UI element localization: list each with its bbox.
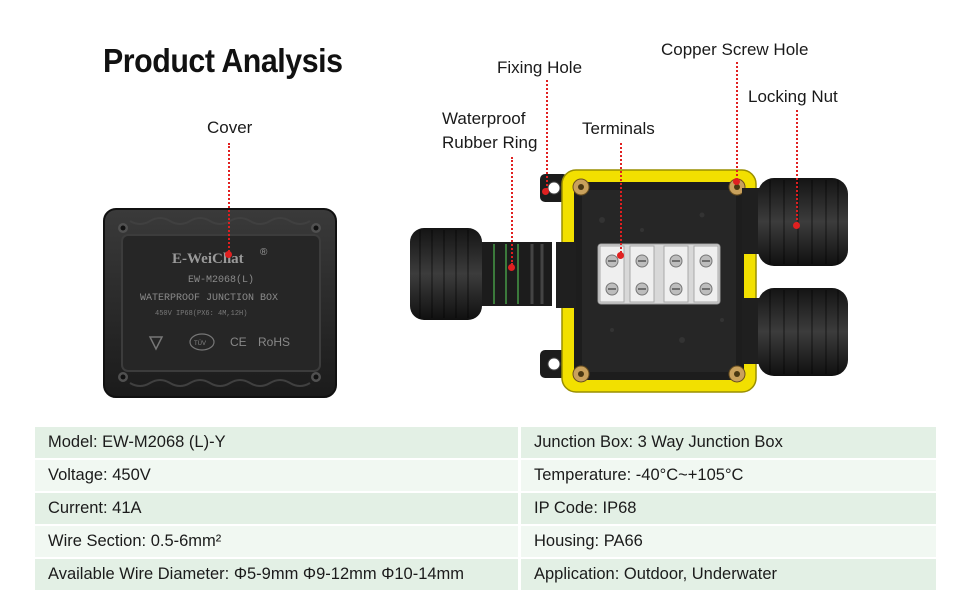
- spec-temperature: Temperature: -40°C~+105°C: [518, 459, 936, 493]
- callout-locking-nut: Locking Nut: [748, 87, 838, 106]
- cover-ce: CE: [230, 335, 247, 349]
- cover-model: EW-M2068(L): [188, 274, 254, 286]
- callout-waterproof-ring-line2: Rubber Ring: [442, 133, 538, 152]
- spec-current: Current: 41A: [35, 492, 520, 526]
- spec-wire-diameter: Available Wire Diameter: Φ5-9mm Φ9-12mm …: [35, 558, 520, 592]
- leader-copper-screw-hole: [736, 62, 738, 180]
- spec-junction-box: Junction Box: 3 Way Junction Box: [518, 427, 936, 460]
- callout-fixing-hole: Fixing Hole: [497, 58, 583, 77]
- dot-fixing-hole: [542, 188, 549, 195]
- spec-model: Model: EW-M2068 (L)-Y: [35, 427, 520, 460]
- spec-row: Available Wire Diameter: Φ5-9mm Φ9-12mm …: [35, 558, 936, 592]
- callout-copper-screw-hole: Copper Screw Hole: [661, 40, 809, 59]
- cover-registered: ®: [260, 247, 268, 258]
- dot-locking-nut: [793, 222, 800, 229]
- cover-image: E-WeiChat ® EW-M2068(L) WATERPROOF JUNCT…: [103, 208, 337, 398]
- dot-waterproof-ring: [508, 264, 515, 271]
- callout-cover: Cover: [207, 118, 253, 137]
- spec-row: Wire Section: 0.5-6mm² Housing: PA66: [35, 525, 936, 559]
- spec-housing: Housing: PA66: [518, 525, 936, 559]
- dot-cover: [225, 251, 232, 258]
- junction-box-image: [410, 169, 848, 393]
- spec-voltage: Voltage: 450V: [35, 459, 520, 493]
- dot-terminals: [617, 252, 624, 259]
- leader-waterproof-ring: [511, 157, 513, 265]
- spec-application: Application: Outdoor, Underwater: [518, 558, 936, 592]
- cover-rohs: RoHS: [258, 335, 290, 349]
- cover-tuv: TÜV: [194, 340, 206, 347]
- dot-copper-screw-hole: [733, 178, 740, 185]
- callout-terminals: Terminals: [582, 119, 655, 138]
- cover-brand: E-WeiChat: [172, 251, 244, 267]
- cover-name: WATERPROOF JUNCTION BOX: [140, 293, 278, 304]
- leader-cover: [228, 143, 230, 252]
- spec-ip-code: IP Code: IP68: [518, 492, 936, 526]
- callout-waterproof-ring-line1: Waterproof: [442, 109, 526, 128]
- leader-terminals: [620, 143, 622, 253]
- spec-wire-section: Wire Section: 0.5-6mm²: [35, 525, 520, 559]
- spec-row: Current: 41A IP Code: IP68: [35, 492, 936, 526]
- leader-locking-nut: [796, 110, 798, 224]
- spec-table: Model: EW-M2068 (L)-Y Junction Box: 3 Wa…: [35, 427, 936, 592]
- spec-row: Voltage: 450V Temperature: -40°C~+105°C: [35, 459, 936, 493]
- spec-row: Model: EW-M2068 (L)-Y Junction Box: 3 Wa…: [35, 427, 936, 460]
- cover-rating: 450V IP68(PX6: 4M,12H): [155, 310, 247, 318]
- page-title: Product Analysis: [103, 42, 343, 79]
- leader-fixing-hole: [546, 80, 548, 190]
